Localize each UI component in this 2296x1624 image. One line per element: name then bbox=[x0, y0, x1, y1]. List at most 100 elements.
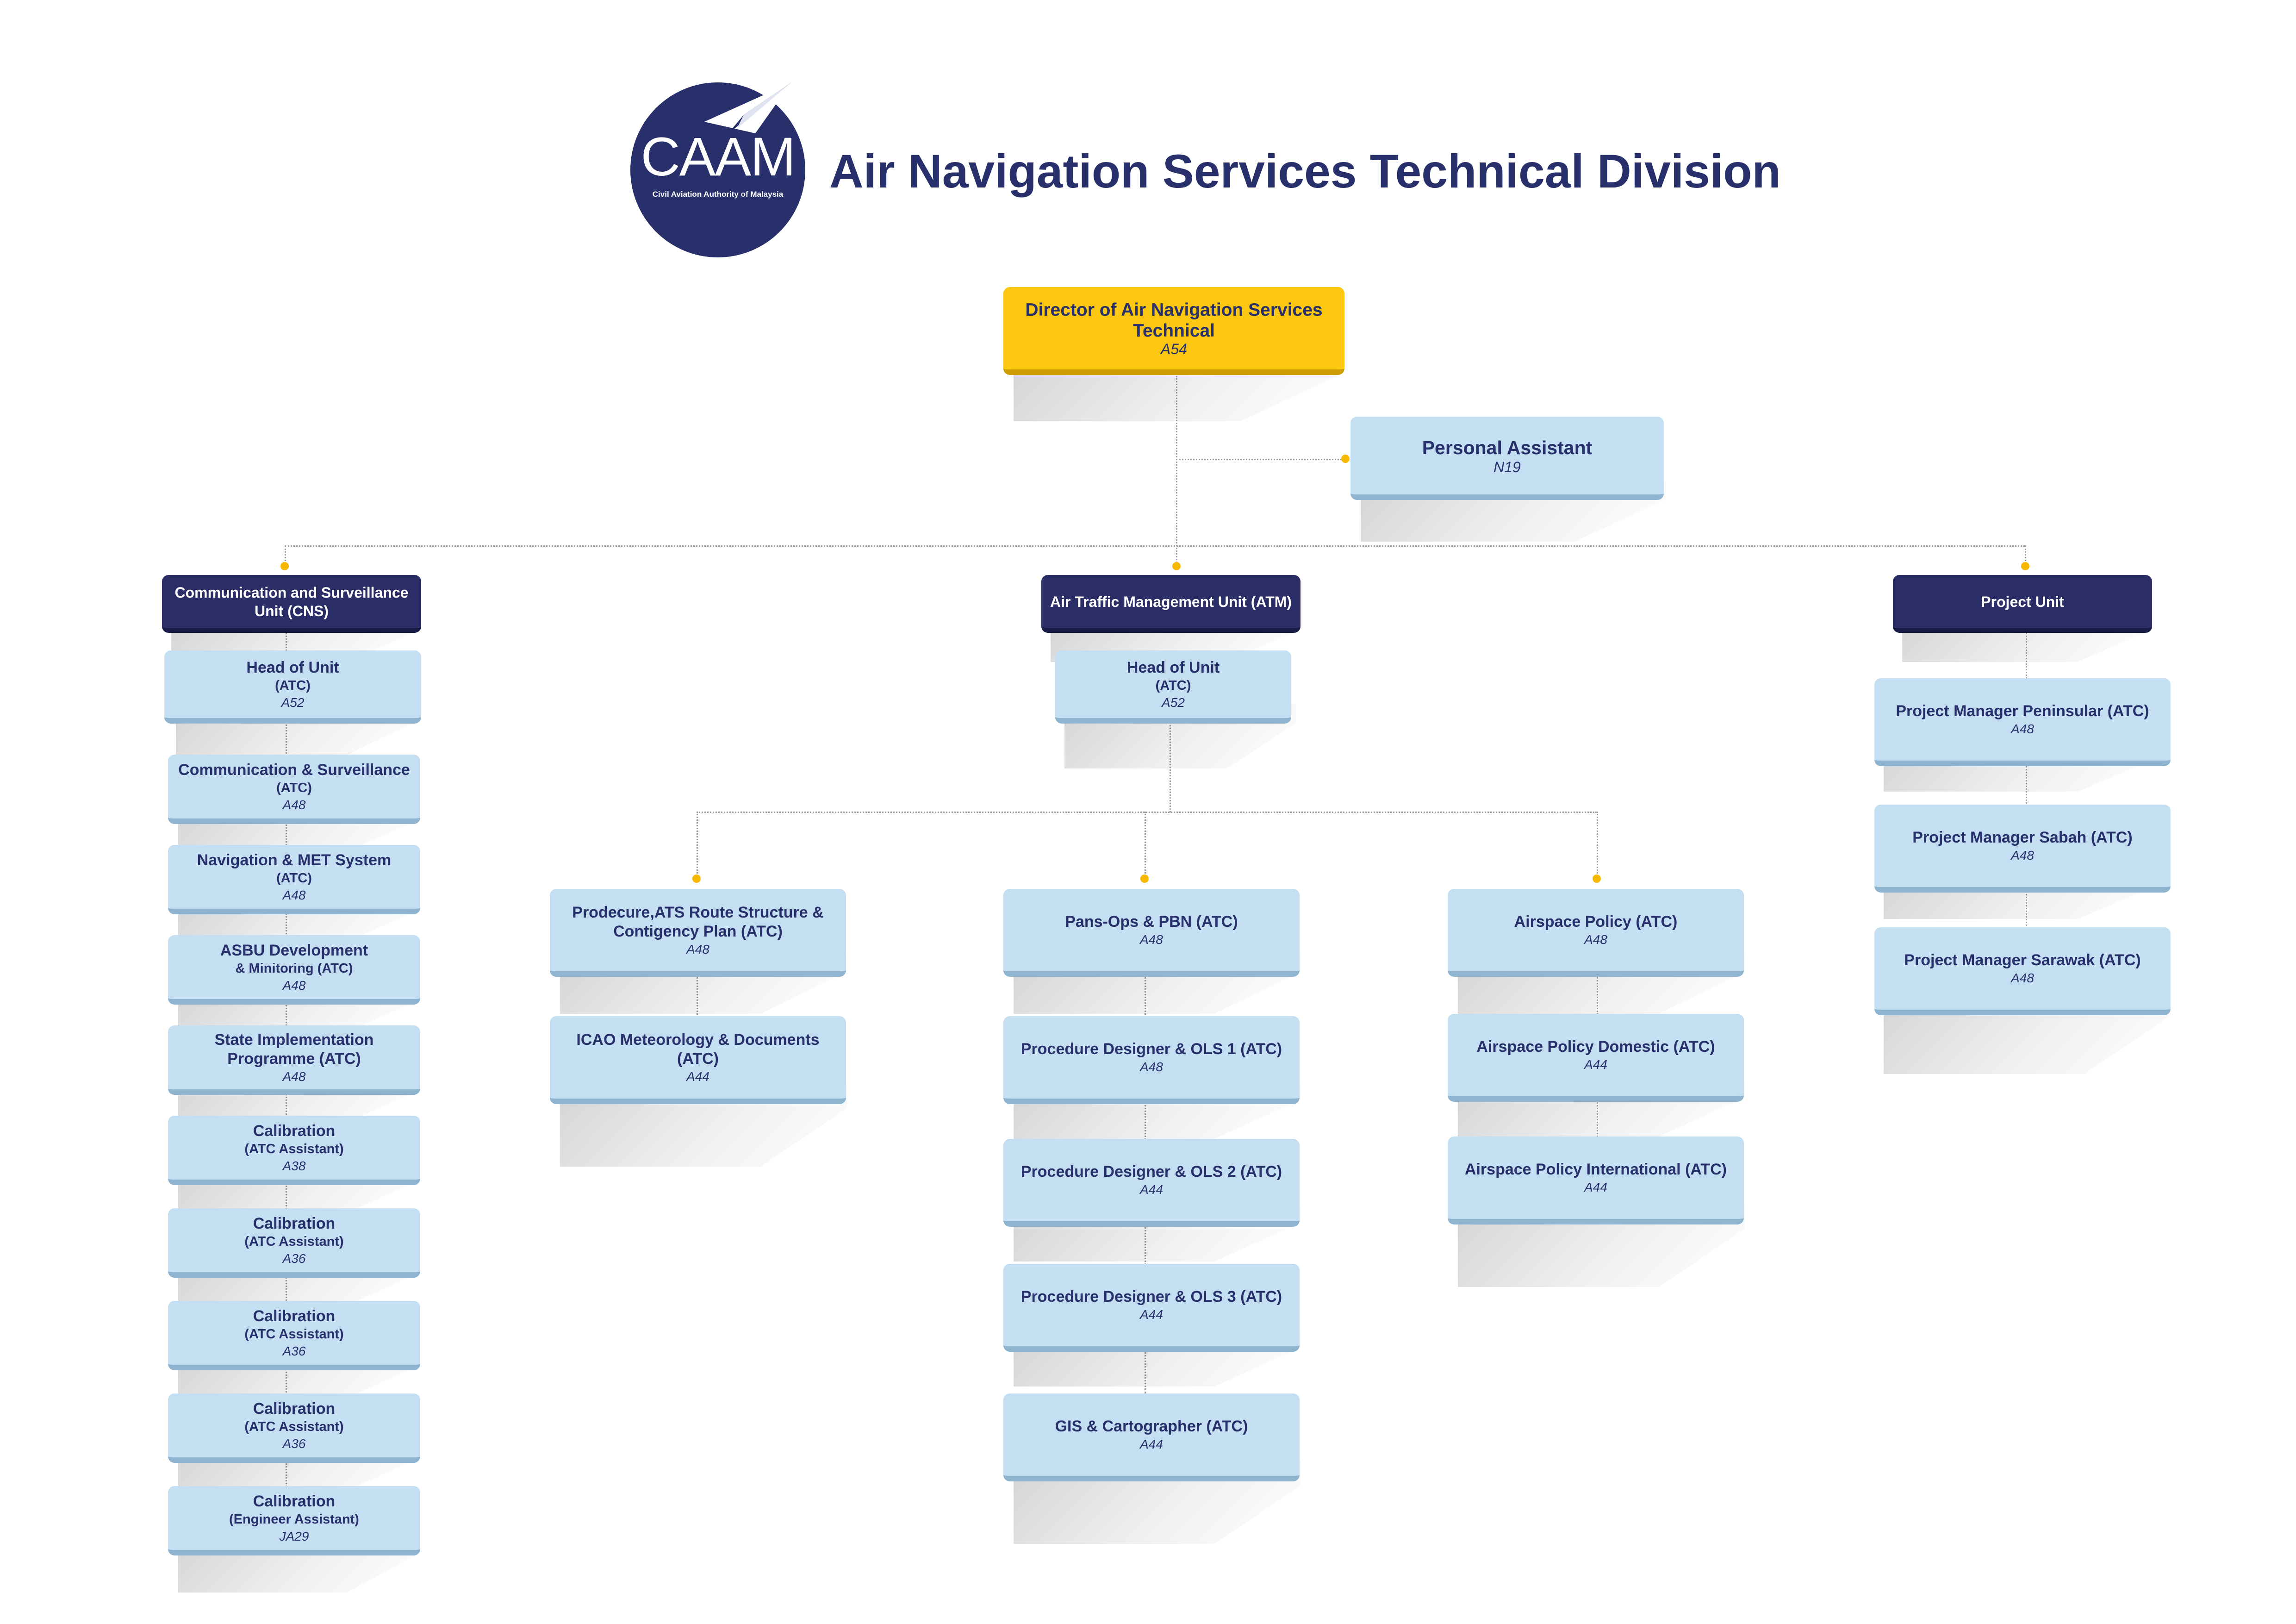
position-box: Calibration (Engineer Assistant) JA29 bbox=[168, 1486, 420, 1555]
position-qualifier: (ATC) bbox=[275, 678, 311, 693]
position-qualifier: (ATC) bbox=[1155, 678, 1191, 693]
unit-name: Project Unit bbox=[1981, 593, 2064, 610]
position-title: Airspace Policy International (ATC) bbox=[1464, 1161, 1727, 1178]
position-qualifier: & Minitoring (ATC) bbox=[235, 961, 353, 976]
position-grade: A48 bbox=[686, 942, 709, 956]
position-title: Procedure Designer & OLS 2 (ATC) bbox=[1020, 1163, 1282, 1181]
position-box: Communication & Surveillance (ATC) A48 bbox=[168, 755, 420, 824]
director-box: Director of Air Navigation Services Tech… bbox=[1003, 287, 1344, 375]
position-title: GIS & Cartographer (ATC) bbox=[1055, 1418, 1248, 1435]
assistant-title: Personal Assistant bbox=[1422, 437, 1593, 458]
position-box: ASBU Development & Minitoring (ATC) A48 bbox=[168, 935, 420, 1005]
position-box: Pans-Ops & PBN (ATC) A48 bbox=[1003, 889, 1300, 977]
position-box: Procedure Designer & OLS 3 (ATC) A44 bbox=[1003, 1264, 1300, 1352]
director-title: Director of Air Navigation Services Tech… bbox=[1025, 300, 1323, 341]
position-box: Prodecure,ATS Route Structure & Contigen… bbox=[550, 889, 846, 977]
position-qualifier: (Engineer Assistant) bbox=[229, 1512, 359, 1527]
connector-atm-col3-drop bbox=[1597, 812, 1598, 876]
connector-dot bbox=[1593, 874, 1601, 883]
logo-subtitle: Civil Aviation Authority of Malaysia bbox=[652, 190, 784, 199]
position-title: Calibration bbox=[253, 1492, 336, 1510]
position-box: Airspace Policy (ATC) A48 bbox=[1448, 889, 1744, 977]
unit-header-cns: Communication and Surveillance Unit (CNS… bbox=[162, 575, 421, 633]
position-box: Project Manager Sabah (ATC) A48 bbox=[1874, 805, 2171, 893]
position-grade: A48 bbox=[1140, 1060, 1163, 1074]
assistant-grade: N19 bbox=[1493, 458, 1521, 475]
position-grade: JA29 bbox=[279, 1529, 309, 1543]
position-qualifier: (ATC) bbox=[276, 780, 312, 795]
connector-dot bbox=[1140, 874, 1149, 883]
connector-atm-col1-drop bbox=[697, 812, 698, 876]
position-box: Calibration (ATC Assistant) A38 bbox=[168, 1116, 420, 1185]
position-title: Calibration bbox=[253, 1214, 336, 1232]
connector-atm-col2-drop bbox=[1145, 812, 1146, 876]
position-title: Calibration bbox=[253, 1122, 336, 1140]
position-grade: A48 bbox=[2011, 971, 2034, 985]
position-qualifier: (ATC Assistant) bbox=[244, 1141, 344, 1156]
connector-dot bbox=[2021, 562, 2029, 570]
position-title: ASBU Development bbox=[220, 941, 368, 959]
position-title: Procedure Designer & OLS 1 (ATC) bbox=[1020, 1040, 1282, 1058]
connector-dot bbox=[1172, 562, 1181, 570]
unit-name: Air Traffic Management Unit (ATM) bbox=[1050, 593, 1292, 610]
position-grade: A48 bbox=[2011, 722, 2034, 736]
position-grade: A36 bbox=[282, 1436, 306, 1451]
position-title: Airspace Policy Domestic (ATC) bbox=[1476, 1038, 1715, 1056]
position-grade: A48 bbox=[1140, 932, 1163, 947]
position-title: Head of Unit bbox=[1126, 658, 1220, 676]
position-grade: A44 bbox=[1584, 1057, 1607, 1072]
position-title: Calibration bbox=[253, 1399, 336, 1418]
caam-logo: CAAM Civil Aviation Authority of Malaysi… bbox=[630, 82, 805, 257]
position-box: Calibration (ATC Assistant) A36 bbox=[168, 1208, 420, 1278]
connector-dot bbox=[1341, 455, 1350, 463]
position-title: Airspace Policy (ATC) bbox=[1514, 913, 1678, 931]
connector-atm-trunk bbox=[1170, 720, 1171, 812]
position-grade: A48 bbox=[282, 887, 306, 902]
position-box: Airspace Policy International (ATC) A44 bbox=[1448, 1137, 1744, 1224]
position-grade: A36 bbox=[282, 1251, 306, 1266]
position-box: Procedure Designer & OLS 2 (ATC) A44 bbox=[1003, 1139, 1300, 1227]
position-title: Project Manager Peninsular (ATC) bbox=[1896, 702, 2149, 720]
paper-plane-icon bbox=[704, 82, 791, 134]
position-grade: A48 bbox=[282, 797, 306, 812]
position-grade: A36 bbox=[282, 1343, 306, 1358]
unit-header-project: Project Unit bbox=[1893, 575, 2152, 633]
position-title: State Implementation Programme (ATC) bbox=[214, 1031, 374, 1068]
position-grade: A44 bbox=[1140, 1182, 1163, 1197]
position-grade: A48 bbox=[282, 978, 306, 993]
position-grade: A44 bbox=[1140, 1307, 1163, 1322]
connector-dot bbox=[280, 562, 289, 570]
position-box: State Implementation Programme (ATC) A48 bbox=[168, 1025, 420, 1095]
position-box-cns-head: Head of Unit (ATC) A52 bbox=[164, 650, 421, 724]
connector-atm-bus bbox=[697, 812, 1597, 813]
position-box: ICAO Meteorology & Documents (ATC) A44 bbox=[550, 1016, 846, 1104]
page-title: Air Navigation Services Technical Divisi… bbox=[829, 145, 1781, 198]
connector-dot bbox=[692, 874, 701, 883]
connector-units-bus bbox=[285, 545, 2025, 547]
position-qualifier: (ATC Assistant) bbox=[244, 1234, 344, 1249]
position-title: Project Manager Sabah (ATC) bbox=[1912, 829, 2133, 846]
position-box: Airspace Policy Domestic (ATC) A44 bbox=[1448, 1014, 1744, 1102]
personal-assistant-box: Personal Assistant N19 bbox=[1350, 417, 1664, 500]
connector-project-drop bbox=[2025, 545, 2026, 564]
position-qualifier: (ATC Assistant) bbox=[244, 1326, 344, 1342]
position-title: Pans-Ops & PBN (ATC) bbox=[1065, 913, 1238, 931]
connector-assistant bbox=[1176, 459, 1345, 460]
unit-name: Communication and Surveillance Unit (CNS… bbox=[174, 584, 409, 619]
position-title: Communication & Surveillance bbox=[178, 761, 410, 779]
position-title: Head of Unit bbox=[246, 658, 339, 676]
position-title: ICAO Meteorology & Documents (ATC) bbox=[576, 1031, 820, 1068]
connector-cns-drop bbox=[285, 545, 286, 564]
connector-atm-col1-chain bbox=[697, 977, 698, 1018]
position-title: Calibration bbox=[253, 1307, 336, 1325]
position-box: Project Manager Sarawak (ATC) A48 bbox=[1874, 927, 2171, 1015]
position-title: Prodecure,ATS Route Structure & Contigen… bbox=[572, 903, 824, 940]
position-grade: A44 bbox=[686, 1069, 709, 1084]
position-box: Procedure Designer & OLS 1 (ATC) A48 bbox=[1003, 1016, 1300, 1104]
position-title: Procedure Designer & OLS 3 (ATC) bbox=[1020, 1288, 1282, 1305]
director-grade: A54 bbox=[1161, 340, 1187, 357]
position-grade: A52 bbox=[1162, 695, 1185, 710]
position-box: Navigation & MET System (ATC) A48 bbox=[168, 845, 420, 914]
position-title: Navigation & MET System bbox=[197, 851, 392, 869]
position-box: Calibration (ATC Assistant) A36 bbox=[168, 1301, 420, 1370]
